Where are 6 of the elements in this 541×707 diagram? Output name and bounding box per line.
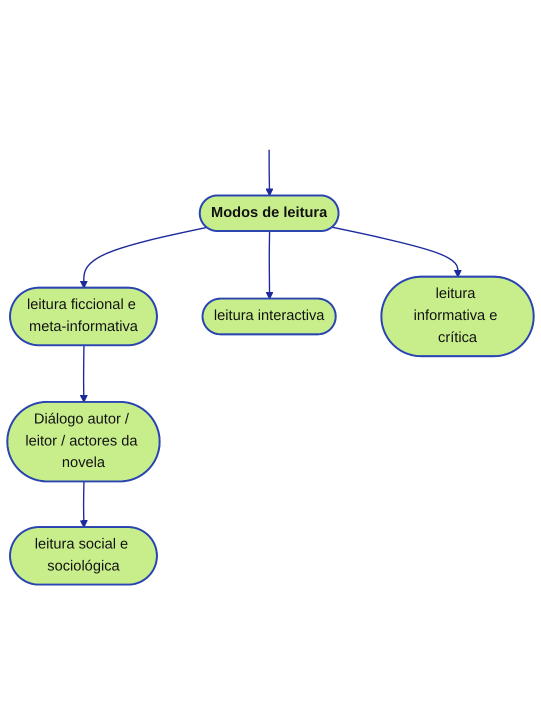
arrow [265,150,274,196]
arrow [266,232,274,300]
arrow [80,226,207,289]
arrow [80,482,88,528]
arrow [332,226,462,278]
arrow [80,346,88,403]
